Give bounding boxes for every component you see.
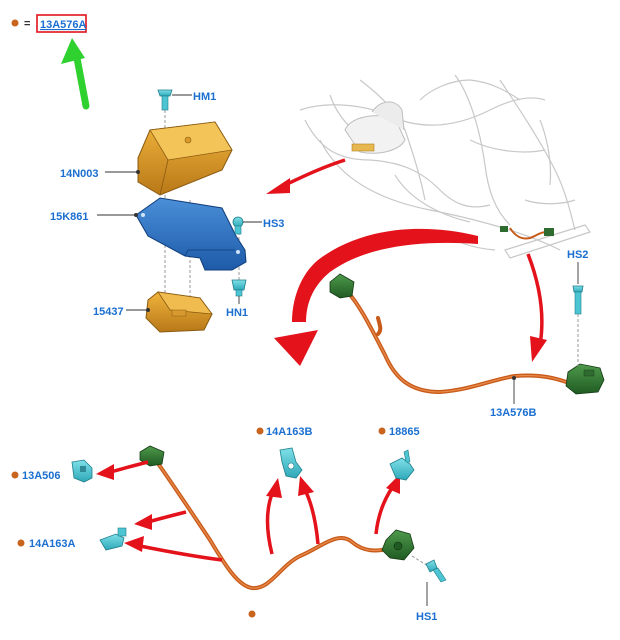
key-part-number[interactable]: 13A576A	[40, 19, 87, 31]
seat-ghost-icon	[344, 101, 406, 154]
key-highlight-box	[36, 14, 87, 33]
hn1-nut-icon[interactable]	[231, 279, 247, 297]
red-arrow-icon	[298, 476, 320, 545]
label-14a163a[interactable]: 14A163A	[29, 538, 76, 550]
key-dot-icon	[11, 19, 19, 27]
red-arrow-icon	[266, 158, 346, 194]
label-hn1[interactable]: HN1	[226, 307, 248, 319]
label-15437[interactable]: 15437	[93, 306, 124, 318]
label-13a576b[interactable]: 13A576B	[490, 407, 537, 419]
alignment-line	[411, 555, 429, 567]
dot-icon	[378, 427, 386, 435]
label-15k861[interactable]: 15K861	[50, 211, 89, 223]
leader-dot	[512, 376, 516, 380]
label-14a163b[interactable]: 14A163B	[266, 426, 313, 438]
cover-14n003-icon[interactable]	[137, 121, 233, 196]
part-14a163a-icon[interactable]	[99, 527, 127, 551]
key-equals: =	[24, 18, 30, 30]
key-legend: = 13A576A	[11, 14, 87, 33]
dot-icon	[256, 427, 264, 435]
leader-dot	[146, 308, 150, 312]
hm1-bolt-icon[interactable]	[157, 89, 173, 111]
dot-icon	[17, 539, 25, 547]
red-arrow-icon	[265, 478, 282, 555]
dot-icon	[11, 471, 19, 479]
label-hs1[interactable]: HS1	[416, 611, 437, 623]
module-15437-icon[interactable]	[145, 291, 213, 333]
label-13a506[interactable]: 13A506	[22, 470, 61, 482]
connector-icon	[381, 529, 415, 561]
harness-13a576b-icon[interactable]	[329, 273, 605, 395]
dot-icon	[248, 610, 256, 618]
connector-icon	[329, 273, 355, 299]
part-13a506-icon[interactable]	[71, 459, 93, 483]
hs1-bolt-icon[interactable]	[425, 559, 447, 583]
red-curved-arrow-icon	[274, 228, 478, 366]
red-arrow-icon	[374, 474, 400, 535]
harness-13a576a-icon[interactable]	[139, 445, 415, 591]
red-arrow-icon	[124, 536, 223, 562]
label-hm1[interactable]: HM1	[193, 91, 216, 103]
leader-dot	[136, 170, 140, 174]
red-arrow-icon	[526, 253, 547, 362]
connector-icon	[565, 363, 605, 395]
part-14a163b-icon[interactable]	[279, 447, 303, 479]
hs3-bolt-icon[interactable]	[232, 216, 244, 235]
green-arrow-icon	[61, 38, 90, 110]
part-18865-icon[interactable]	[389, 449, 415, 481]
label-hs3[interactable]: HS3	[263, 218, 284, 230]
hs2-bolt-icon[interactable]	[572, 285, 584, 315]
bracket-15k861-icon[interactable]	[135, 197, 247, 271]
label-18865[interactable]: 18865	[389, 426, 420, 438]
label-14n003[interactable]: 14N003	[60, 168, 99, 180]
leader-dot	[134, 213, 138, 217]
label-hs2[interactable]: HS2	[567, 249, 588, 261]
red-arrow-icon	[134, 510, 187, 530]
red-arrow-icon	[96, 460, 149, 480]
